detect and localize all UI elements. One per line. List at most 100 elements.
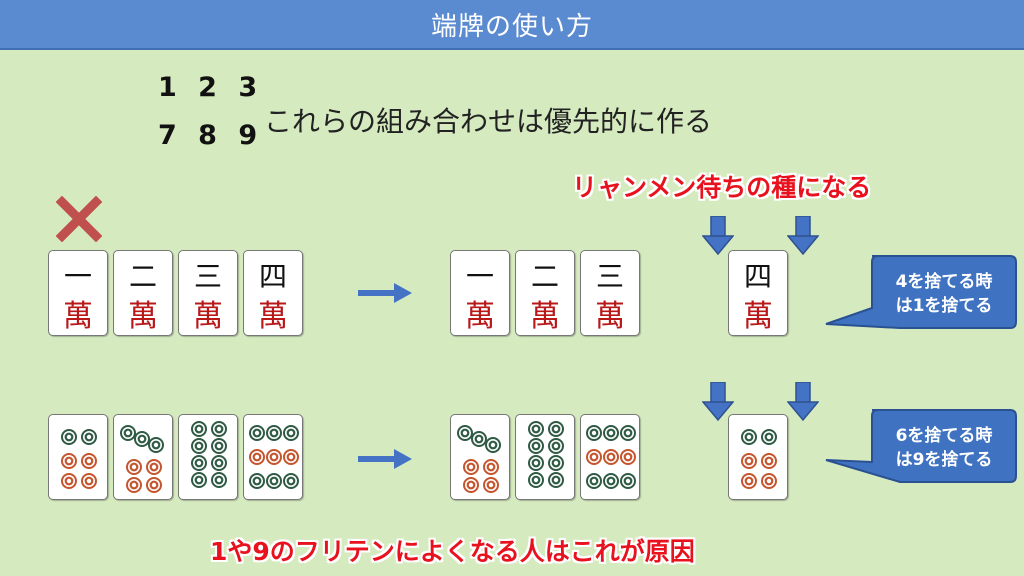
pin-circle — [528, 438, 544, 454]
pin-circles — [586, 425, 636, 489]
pin-circle — [528, 455, 544, 471]
tile-numeral: 三 — [595, 260, 624, 293]
tile-3-man: 三 萬 — [178, 250, 238, 336]
tile-numeral: 一 — [63, 260, 92, 293]
pin-circle — [266, 473, 282, 489]
tile-numeral: 四 — [743, 260, 772, 293]
banner-top: リャンメン待ちの種になる — [572, 173, 872, 202]
pin-circle — [283, 449, 299, 465]
pin-circle — [528, 472, 544, 488]
pin-circle — [283, 425, 299, 441]
pin-circle — [586, 425, 602, 441]
pin-circle — [191, 472, 207, 488]
pin-circle — [457, 425, 473, 441]
pin-circle — [741, 473, 757, 489]
pin-circle — [211, 455, 227, 471]
pin-circle — [620, 473, 636, 489]
pin-circle — [471, 431, 487, 447]
pin-circles — [741, 429, 777, 489]
pin-circle — [463, 477, 479, 493]
pin-circle — [603, 425, 619, 441]
tile-9-pin — [243, 414, 303, 500]
numbers-row-2: 7 8 9 — [158, 120, 264, 151]
tile-6-pin — [48, 414, 108, 500]
pin-circle — [120, 425, 136, 441]
pin-circle — [126, 477, 142, 493]
pin-circle — [283, 473, 299, 489]
tile-9-pin-kept — [580, 414, 640, 500]
pin-circle — [81, 453, 97, 469]
intro-text: これらの組み合わせは優先的に作る — [264, 105, 713, 138]
tile-1-man-kept: 一 萬 — [450, 250, 510, 336]
tile-man-char: 萬 — [63, 299, 93, 334]
pin-circle — [191, 421, 207, 437]
tile-8-pin — [178, 414, 238, 500]
pin-circle — [586, 449, 602, 465]
pin-circle — [548, 438, 564, 454]
pin-circle — [463, 459, 479, 475]
down-arrow-icon — [702, 216, 734, 256]
pin-circle — [620, 425, 636, 441]
bubble-1-line2: は1を捨てる — [895, 296, 993, 316]
numbers-row-1: 1 2 3 — [158, 72, 264, 103]
pin-circle — [146, 459, 162, 475]
pin-circle — [761, 429, 777, 445]
down-arrow-icon — [787, 216, 819, 256]
pin-circle — [191, 455, 207, 471]
pin-circle — [148, 437, 164, 453]
right-arrow-icon — [358, 449, 412, 469]
pin-circle — [485, 437, 501, 453]
pin-circle — [126, 459, 142, 475]
tile-7-pin-kept — [450, 414, 510, 500]
bubble-2-line1: 6を捨てる時 — [895, 426, 993, 446]
pin-circle — [548, 472, 564, 488]
pin-circle — [61, 453, 77, 469]
pin-circle — [61, 473, 77, 489]
tile-8-pin-kept — [515, 414, 575, 500]
bubble-1-line1: 4を捨てる時 — [895, 272, 993, 292]
pin-circle — [548, 455, 564, 471]
pin-circle — [81, 473, 97, 489]
pin-circle — [146, 477, 162, 493]
page-header: 端牌の使い方 — [0, 0, 1024, 50]
pin-circles — [120, 425, 164, 493]
pin-circle — [134, 431, 150, 447]
tile-1-man: 一 萬 — [48, 250, 108, 336]
pin-circle — [266, 425, 282, 441]
pin-circles — [249, 425, 299, 489]
pin-circle — [761, 453, 777, 469]
tile-man-char: 萬 — [743, 299, 773, 334]
tile-7-pin — [113, 414, 173, 500]
pin-circle — [483, 477, 499, 493]
tile-man-char: 萬 — [258, 299, 288, 334]
pin-circle — [603, 473, 619, 489]
right-arrow-icon — [358, 283, 412, 303]
tile-man-char: 萬 — [595, 299, 625, 334]
tile-man-char: 萬 — [193, 299, 223, 334]
pin-circles — [457, 425, 501, 493]
tile-6-pin-discard — [728, 414, 788, 500]
pin-circle — [483, 459, 499, 475]
tile-numeral: 二 — [128, 260, 157, 293]
pin-circle — [211, 438, 227, 454]
page-title: 端牌の使い方 — [430, 11, 593, 42]
tile-4-man: 四 萬 — [243, 250, 303, 336]
bubble-1-text: 4を捨てる時 は1を捨てる — [872, 270, 1016, 318]
pin-circles — [191, 421, 227, 488]
speech-bubble-1 — [825, 255, 1017, 329]
pin-circle — [191, 438, 207, 454]
tile-2-man-kept: 二 萬 — [515, 250, 575, 336]
x-mark-icon — [56, 196, 102, 242]
pin-circle — [741, 453, 757, 469]
tile-man-char: 萬 — [128, 299, 158, 334]
pin-circle — [249, 449, 265, 465]
pin-circle — [603, 449, 619, 465]
tile-4-man-discard: 四 萬 — [728, 250, 788, 336]
pin-circle — [266, 449, 282, 465]
pin-circle — [81, 429, 97, 445]
tile-numeral: 四 — [258, 260, 287, 293]
tile-numeral: 一 — [465, 260, 494, 293]
tile-man-char: 萬 — [530, 299, 560, 334]
tile-2-man: 二 萬 — [113, 250, 173, 336]
pin-circle — [249, 473, 265, 489]
